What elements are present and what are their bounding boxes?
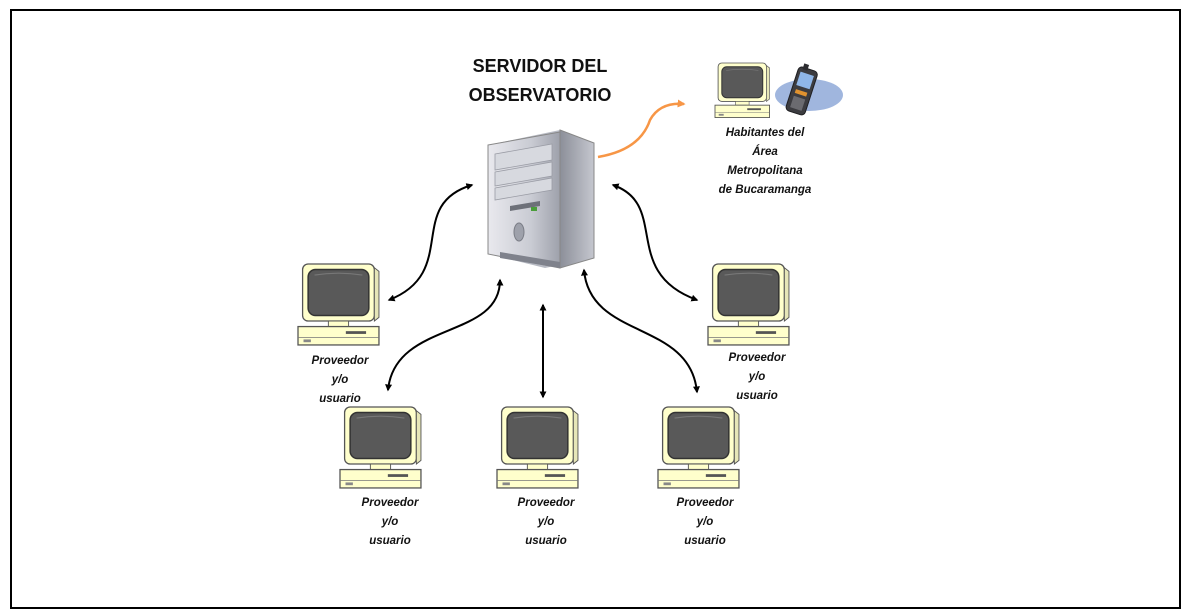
label-line: Proveedor [311, 355, 369, 367]
label-line: y/o [331, 374, 349, 386]
provider-label: Proveedor y/o usuario [305, 352, 375, 409]
label-line: usuario [684, 535, 726, 547]
connection-arrow [611, 183, 699, 302]
label-line: Habitantes del [725, 127, 805, 139]
provider-label: Proveedor y/o usuario [355, 494, 425, 551]
public-node-label: Habitantes del Área Metropolitana de Buc… [705, 124, 825, 200]
provider-computer-icon [339, 406, 422, 489]
label-line: y/o [537, 516, 555, 528]
provider-label: Proveedor y/o usuario [670, 494, 740, 551]
provider-computer-icon [297, 263, 380, 346]
connection-arrows [385, 183, 700, 399]
label-line: usuario [369, 535, 411, 547]
label-line: Proveedor [517, 497, 575, 509]
diagram-frame [10, 9, 1181, 609]
provider-computer-icon [707, 263, 790, 346]
connection-arrow [387, 183, 474, 302]
label-line: usuario [319, 393, 361, 405]
server-tower-icon [487, 129, 595, 269]
connection-arrow [580, 268, 700, 394]
label-line: usuario [736, 390, 778, 402]
label-line: y/o [696, 516, 714, 528]
label-line: Proveedor [728, 352, 786, 364]
label-line: Proveedor [676, 497, 734, 509]
server-title-line2: OBSERVATORIO [468, 85, 612, 105]
connection-arrow [385, 278, 504, 392]
desktop-computer-icon [714, 62, 771, 119]
mobile-phone-icon [775, 63, 843, 116]
provider-label: Proveedor y/o usuario [511, 494, 581, 551]
label-line: y/o [748, 371, 766, 383]
label-line: y/o [381, 516, 399, 528]
provider-computer-icon [496, 406, 579, 489]
provider-label: Proveedor y/o usuario [722, 349, 792, 406]
label-line: Metropolitana [727, 165, 803, 177]
server-title: SERVIDOR DEL OBSERVATORIO [440, 52, 640, 110]
label-line: Área [752, 146, 778, 158]
server-title-line1: SERVIDOR DEL [472, 56, 608, 76]
provider-computer-icon [657, 406, 740, 489]
label-line: Proveedor [361, 497, 419, 509]
label-line: de Bucaramanga [718, 184, 812, 196]
broadcast-arrow [597, 99, 686, 159]
label-line: usuario [525, 535, 567, 547]
